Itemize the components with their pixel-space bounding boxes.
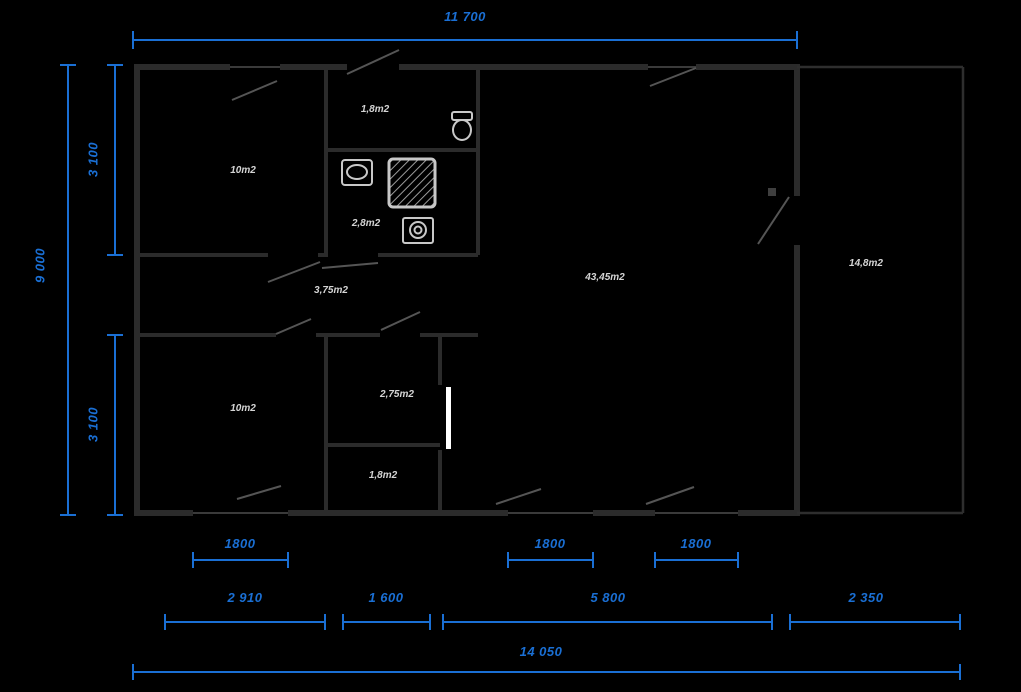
window-lines: [193, 66, 738, 514]
door-leaf: [446, 387, 451, 449]
dim-window-left-line: [192, 552, 289, 568]
dim-seg-4-line: [789, 614, 961, 630]
dim-left-total-label: 9 000: [32, 247, 48, 284]
dim-window-right-line: [654, 552, 739, 568]
dim-left-upper-line: [107, 64, 123, 256]
shower-icon: [387, 157, 437, 209]
dim-window-mid-line: [507, 552, 594, 568]
room-label-hall-lower: 2,75m2: [380, 389, 414, 400]
dimension-lines: [60, 31, 961, 680]
dim-left-lower-label: 3 100: [85, 406, 101, 443]
terrace-outline: [797, 65, 965, 515]
room-label-bathroom: 2,8m2: [351, 218, 381, 229]
terrace-post: [768, 188, 776, 196]
interior-walls: [137, 67, 480, 515]
dim-seg-4-label: 2 350: [848, 590, 884, 605]
dim-left-lower-line: [107, 334, 123, 516]
dim-seg-1-line: [164, 614, 326, 630]
room-label-closet: 1,8m2: [368, 470, 398, 481]
room-label-living: 43,45m2: [585, 272, 625, 283]
dim-top-total-label: 11 700: [444, 9, 486, 24]
room-label-bedroom-bottom: 10m2: [230, 403, 256, 414]
dim-left-total-line: [60, 64, 76, 516]
dim-bottom-total-label: 14 050: [519, 644, 563, 659]
room-label-wc: 1,8m2: [360, 104, 390, 115]
dim-left-upper-label: 3 100: [85, 141, 101, 178]
dim-seg-2-label: 1 600: [368, 590, 404, 605]
washing-machine-icon: [402, 217, 434, 244]
dim-window-mid-label: 1800: [534, 536, 566, 551]
dim-seg-2-line: [342, 614, 431, 630]
dim-top-total-line: [132, 31, 798, 49]
dim-bottom-total-line: [132, 664, 961, 680]
door-swings: [231, 49, 790, 505]
room-label-terrace: 14,8m2: [849, 258, 883, 269]
toilet-icon: [451, 111, 473, 141]
room-label-bedroom-top: 10m2: [230, 165, 256, 176]
dim-seg-3-line: [442, 614, 773, 630]
room-label-hallway: 3,75m2: [314, 285, 348, 296]
dim-window-right-label: 1800: [680, 536, 712, 551]
dim-seg-3-label: 5 800: [590, 590, 626, 605]
exterior-walls: [134, 64, 800, 516]
dim-window-left-label: 1800: [224, 536, 256, 551]
dim-seg-1-label: 2 910: [227, 590, 263, 605]
sink-icon: [341, 159, 373, 186]
